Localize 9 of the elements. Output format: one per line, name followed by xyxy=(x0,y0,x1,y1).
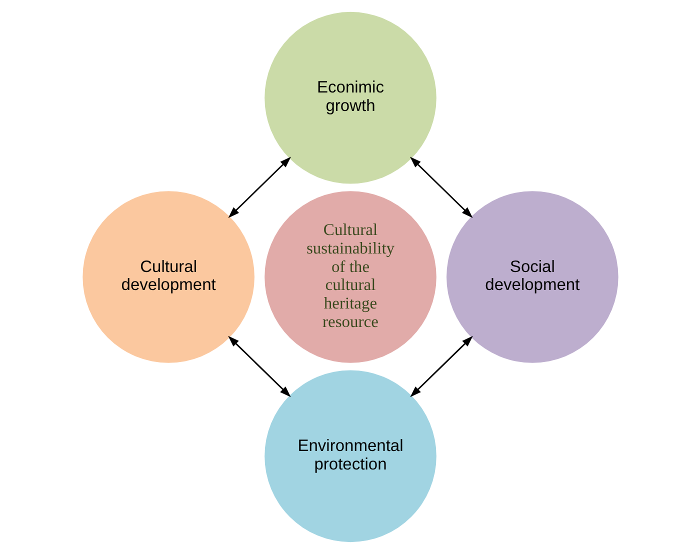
node-circle: Environmental protection xyxy=(264,370,436,542)
arrow xyxy=(228,156,291,218)
node-circle: Cultural sustainability of the cultural heritage resource xyxy=(264,191,436,363)
node-circle: Social development xyxy=(446,191,618,363)
arrow xyxy=(228,336,290,398)
arrow xyxy=(409,156,472,218)
arrow xyxy=(410,336,472,398)
node-circle: Econimic growth xyxy=(264,12,436,184)
node-circle: Cultural development xyxy=(82,191,254,363)
